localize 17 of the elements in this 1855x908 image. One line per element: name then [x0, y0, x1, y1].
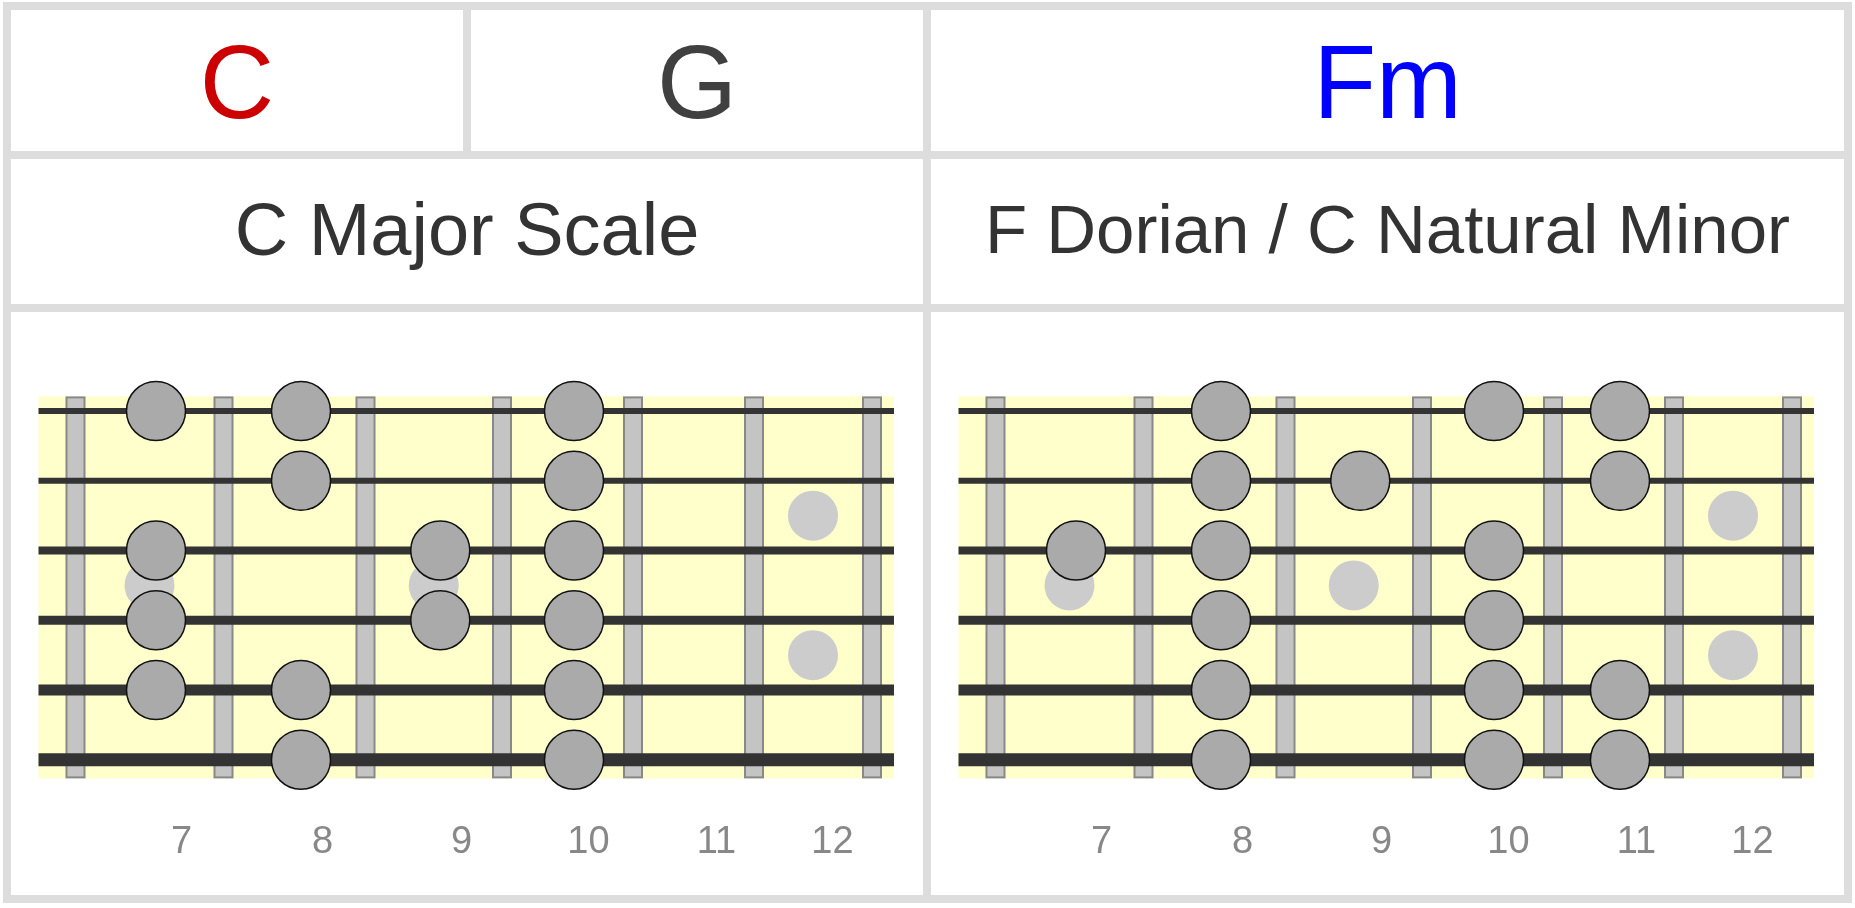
fret-number: 7 — [170, 819, 193, 863]
fret-number: 9 — [450, 819, 473, 863]
chord-name: Fm — [1313, 24, 1462, 143]
fret-number: 10 — [1487, 819, 1530, 863]
fret-number: 11 — [696, 819, 737, 863]
chord-name: C — [199, 24, 275, 143]
fret-number: 12 — [811, 819, 854, 863]
scale-name: F Dorian / C Natural Minor — [984, 189, 1791, 270]
fret-number: 7 — [1090, 819, 1113, 863]
chord-name: G — [656, 24, 738, 143]
fret-number: 12 — [1731, 819, 1774, 863]
fret-number: 8 — [1231, 819, 1254, 863]
fret-number: 9 — [1370, 819, 1393, 863]
fret-number: 11 — [1616, 819, 1657, 863]
fret-number: 10 — [567, 819, 610, 863]
fret-number: 8 — [311, 819, 334, 863]
scale-name: C Major Scale — [234, 186, 700, 273]
